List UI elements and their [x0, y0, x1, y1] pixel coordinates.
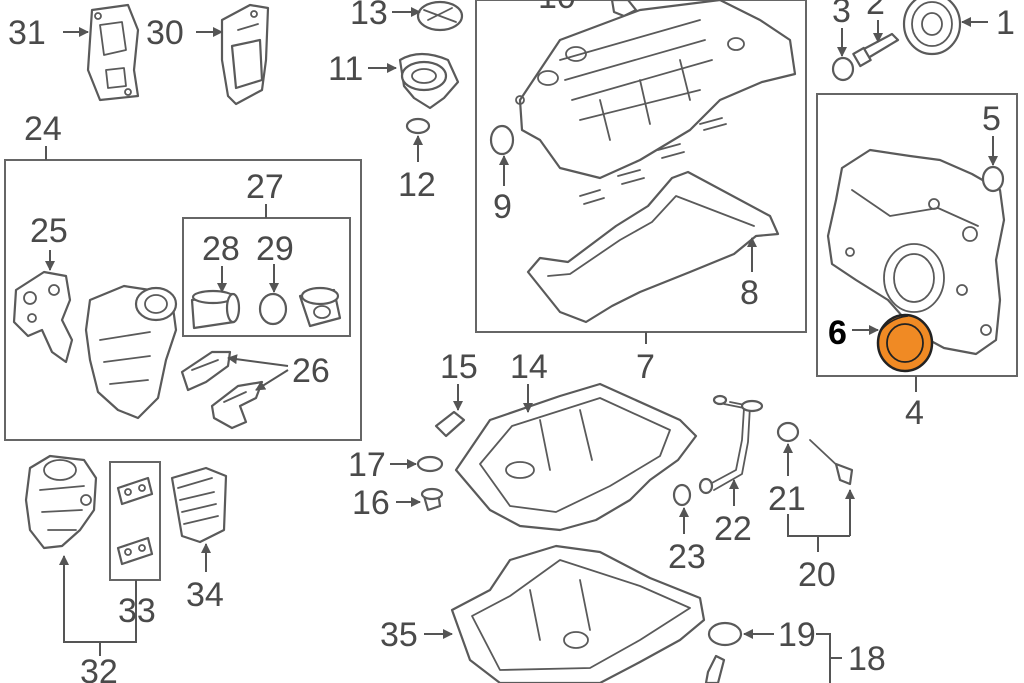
label-19: 19 — [778, 616, 816, 654]
part-32-pump-housing[interactable] — [24, 454, 98, 550]
label-12: 12 — [398, 166, 436, 204]
part-2-bolt[interactable] — [852, 32, 900, 68]
label-27: 27 — [246, 168, 284, 206]
valve-cover-seal-links — [579, 117, 727, 205]
label-18: 18 — [848, 640, 886, 678]
filter-cap[interactable] — [298, 286, 342, 328]
part-4-timing-cover[interactable] — [826, 148, 1006, 356]
label-13: 13 — [350, 0, 388, 32]
label-23: 23 — [668, 538, 706, 576]
part-33-gaskets[interactable] — [116, 476, 154, 566]
label-31: 31 — [8, 14, 46, 52]
label-8: 8 — [740, 274, 759, 312]
label-2: 2 — [866, 0, 885, 22]
label-30: 30 — [146, 14, 184, 52]
part-13-filler-cap[interactable] — [416, 0, 464, 32]
label-32: 32 — [80, 653, 118, 683]
part-11-flange[interactable] — [398, 52, 460, 110]
part-25-gasket[interactable] — [12, 270, 74, 364]
group-box-24 — [4, 159, 362, 441]
part-15-plug[interactable] — [434, 410, 466, 438]
label-22: 22 — [714, 510, 752, 548]
label-4: 4 — [905, 394, 924, 432]
part-34-oil-cooler[interactable] — [170, 466, 228, 544]
part-20-dipstick[interactable] — [809, 439, 854, 486]
part-21-o-ring[interactable] — [776, 421, 800, 443]
part-9-o-ring[interactable] — [489, 124, 515, 156]
label-9: 9 — [493, 188, 512, 226]
label-7: 7 — [636, 348, 655, 386]
label-21: 21 — [768, 480, 806, 518]
part-31-plate[interactable] — [86, 3, 140, 102]
label-14: 14 — [510, 348, 548, 386]
label-29: 29 — [256, 230, 294, 268]
part-22-dipstick-tube[interactable] — [698, 394, 764, 495]
group-box-7 — [475, 0, 807, 333]
part-16-drain-plug[interactable] — [420, 487, 444, 512]
label-28: 28 — [202, 230, 240, 268]
label-34: 34 — [186, 576, 224, 614]
label-5: 5 — [982, 100, 1001, 138]
part-23-o-ring[interactable] — [672, 483, 692, 507]
part-26-gaskets[interactable] — [180, 350, 264, 430]
part-29-o-ring[interactable] — [258, 292, 288, 326]
part-19-ring[interactable] — [707, 621, 743, 647]
label-10: 10 — [538, 0, 576, 16]
label-6: 6 — [828, 314, 847, 352]
label-35: 35 — [380, 616, 418, 654]
label-3: 3 — [832, 0, 851, 30]
part-35-oil-pan-lower[interactable] — [450, 544, 706, 683]
part-12-o-ring[interactable] — [405, 117, 431, 135]
part-5-seal[interactable] — [981, 165, 1005, 193]
label-25: 25 — [30, 212, 68, 250]
part-14-oil-pan-upper[interactable] — [454, 382, 698, 532]
part-1-pulley[interactable] — [902, 0, 962, 56]
label-20: 20 — [798, 556, 836, 594]
part-number-labels: 31 30 13 11 12 10 9 8 7 3 2 1 5 6 4 24 2… — [8, 0, 1015, 683]
part-30-housing[interactable] — [220, 3, 270, 106]
part-8-gasket[interactable] — [526, 170, 780, 324]
part-28-filter-element[interactable] — [190, 289, 241, 330]
label-15: 15 — [440, 348, 478, 386]
part-18-part[interactable] — [704, 654, 726, 683]
part-17-washer[interactable] — [416, 455, 444, 473]
label-33: 33 — [118, 592, 156, 630]
label-24: 24 — [24, 110, 62, 148]
part-7-valve-cover[interactable] — [515, 0, 797, 180]
group-box-33 — [109, 461, 161, 581]
label-11: 11 — [328, 50, 363, 88]
label-16: 16 — [352, 484, 390, 522]
oil-filter-housing[interactable] — [84, 284, 178, 420]
label-17: 17 — [348, 446, 386, 484]
part-3-washer[interactable] — [831, 56, 855, 82]
leader-lines — [45, 7, 998, 683]
label-1: 1 — [996, 4, 1015, 42]
part-6-crankshaft-seal[interactable] — [876, 313, 934, 373]
label-26: 26 — [292, 352, 330, 390]
